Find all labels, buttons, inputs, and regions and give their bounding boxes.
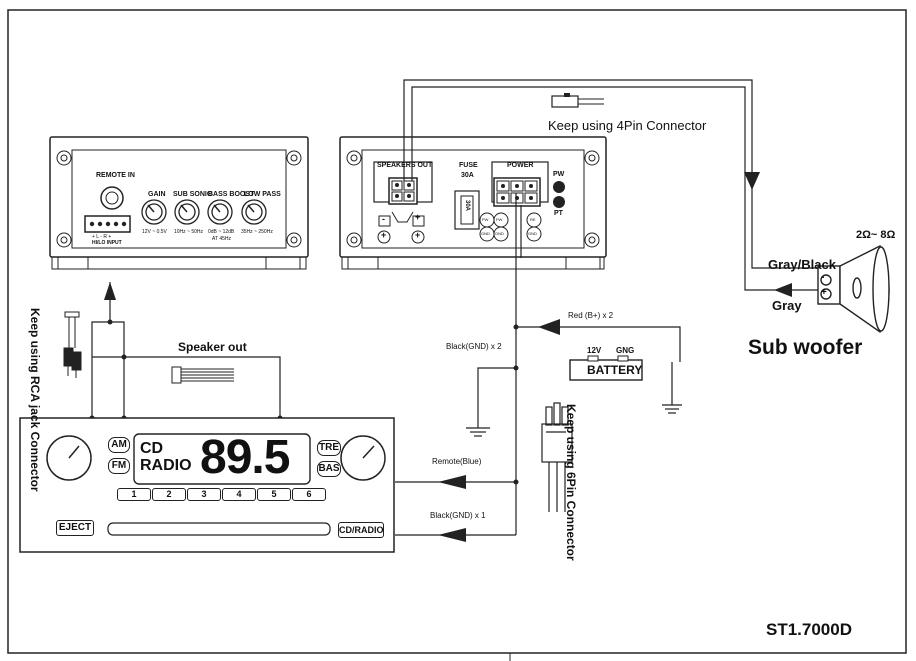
battery-title: BATTERY xyxy=(587,363,643,377)
bass-button[interactable]: BAS xyxy=(317,461,341,477)
note-rca: Keep using RCA jack Connector xyxy=(28,308,42,492)
fuse-body: 30A xyxy=(464,200,470,212)
display-cd: CD xyxy=(140,440,164,457)
power-label: POWER xyxy=(507,162,534,169)
spk-plus-left: + xyxy=(381,230,387,240)
speakers-out-label: SPEAKERS OUT xyxy=(377,162,433,169)
gain-scale: 12V ~ 0.5V xyxy=(142,229,167,235)
subwoofer-speaker-icon xyxy=(817,245,890,334)
at45-label: AT 45Hz xyxy=(212,236,231,242)
spk-plus: + xyxy=(415,212,421,222)
treble-button[interactable]: TRE xyxy=(317,440,341,456)
pw-led-label: PW xyxy=(553,171,565,178)
note-6pin: Keep using 6Pin Connector xyxy=(564,404,578,561)
gain-label: GAIN xyxy=(148,191,166,198)
preset-button-3[interactable]: 3 xyxy=(187,488,221,501)
bass-boost-label: BASS BOOST xyxy=(208,191,255,198)
speaker-minus: - xyxy=(821,272,825,283)
cd-radio-button[interactable]: CD/RADIO xyxy=(338,522,384,538)
sub-woofer-title: Sub woofer xyxy=(748,336,863,359)
rca-plug-icon xyxy=(63,311,82,378)
gray-label: Gray xyxy=(772,298,802,313)
frame-border xyxy=(7,9,907,654)
wires xyxy=(91,79,818,536)
input-label: HI/LO INPUT xyxy=(92,240,122,246)
lowpass-scale: 35Hz ~ 250Hz xyxy=(241,229,273,235)
amp-left-panel xyxy=(49,136,309,270)
preset-button-6[interactable]: 6 xyxy=(292,488,326,501)
arrows xyxy=(104,172,792,542)
black-gnd2-label: Black(GND) x 2 xyxy=(446,342,502,351)
battery-gng: GNG xyxy=(616,346,635,355)
spk-minus: - xyxy=(382,214,385,224)
remote-in-label: REMOTE IN xyxy=(96,172,135,179)
model-number: ST1.7000D xyxy=(766,620,852,639)
pin-label: PW xyxy=(482,217,489,222)
battery-body xyxy=(569,355,643,381)
impedance-label: 2Ω~ 8Ω xyxy=(856,229,896,241)
display-frequency: 89.5 xyxy=(200,431,290,484)
preset-button-4[interactable]: 4 xyxy=(222,488,256,501)
display-radio: RADIO xyxy=(140,457,192,474)
speaker-out-cable-icon xyxy=(171,366,234,384)
preset-button-1[interactable]: 1 xyxy=(117,488,151,501)
black-gnd1-label: Black(GND) x 1 xyxy=(430,511,486,520)
fm-button[interactable]: FM xyxy=(108,458,130,474)
amp-right-panel xyxy=(339,136,607,270)
am-button[interactable]: AM xyxy=(108,437,130,453)
preset-button-2[interactable]: 2 xyxy=(152,488,186,501)
low-pass-label: LOW PASS xyxy=(244,191,281,198)
fuse-label: FUSE xyxy=(459,162,478,169)
preset-button-5[interactable]: 5 xyxy=(257,488,291,501)
remote-blue-label: Remote(Blue) xyxy=(432,457,482,466)
pt-led-label: PT xyxy=(554,210,563,217)
connector-6pin-icon xyxy=(541,402,573,512)
bass-scale: 0dB ~ 12dB xyxy=(208,229,235,235)
pin-label: GND xyxy=(495,231,504,236)
pin-label: GND xyxy=(481,231,490,236)
spk-plus-right: + xyxy=(415,230,421,240)
subsonic-scale: 10Hz ~ 50Hz xyxy=(174,229,204,235)
note-4pin: Keep using 4Pin Connector xyxy=(548,118,707,133)
input-pins-label: + L - R + xyxy=(92,234,112,240)
pin-label: GND xyxy=(528,231,537,236)
gray-black-label: Gray/Black xyxy=(768,257,836,272)
battery-12v: 12V xyxy=(587,346,602,355)
subsonic-label: SUB SONIC xyxy=(173,191,212,198)
connector-4pin-icon xyxy=(551,93,604,108)
pin-label: PW xyxy=(496,217,503,222)
speaker-out-label: Speaker out xyxy=(178,340,247,354)
eject-button[interactable]: EJECT xyxy=(56,520,94,536)
speaker-plus: + xyxy=(821,287,827,298)
red-bplus-label: Red (B+) x 2 xyxy=(568,311,614,320)
fuse-rating: 30A xyxy=(461,172,474,179)
pin-label: RE xyxy=(530,217,536,222)
